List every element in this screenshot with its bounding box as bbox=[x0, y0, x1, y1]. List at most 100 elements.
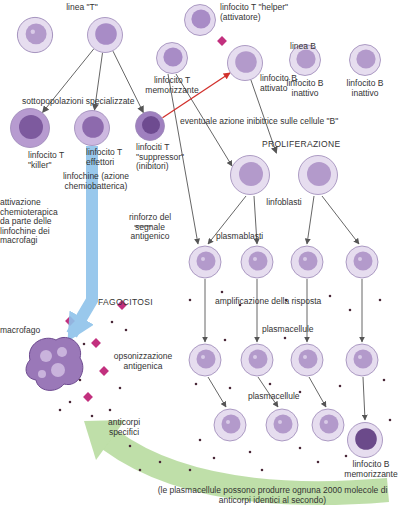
cell-node: linea "T" bbox=[87, 17, 123, 53]
cell-nucleus bbox=[307, 162, 331, 186]
plasma-cell bbox=[241, 344, 273, 376]
cell-label: linfocito T "helper" (attivatore) bbox=[220, 3, 320, 22]
annotation-label: plasmablasti bbox=[216, 232, 276, 242]
cascade-arrow bbox=[362, 279, 363, 342]
annotation-label: plasmacellule bbox=[262, 325, 332, 335]
antigen-symbol bbox=[91, 338, 101, 348]
antigen-symbol bbox=[83, 392, 93, 402]
annotation-label: linfochine (azione chemiobatterica) bbox=[56, 172, 136, 191]
cell-nucleus bbox=[355, 428, 377, 450]
antigen-symbol bbox=[99, 366, 109, 376]
cell-node: linfocito T "helper" (attivatore) bbox=[184, 4, 216, 36]
plasma-cell bbox=[291, 344, 323, 376]
cell-membrane bbox=[231, 156, 270, 195]
cell-label: linfocito T effettori bbox=[86, 148, 138, 167]
cell-membrane bbox=[299, 156, 338, 195]
cell-label: linfocito B memorizzante bbox=[342, 460, 400, 479]
cascade-arrow bbox=[257, 279, 258, 342]
cascade-arrow bbox=[208, 377, 226, 407]
cell-shape bbox=[184, 4, 216, 36]
cell-shape bbox=[87, 17, 123, 53]
cell-label: linfocito B inattivo bbox=[282, 79, 328, 98]
cell-shape bbox=[10, 108, 50, 148]
cell-label: linfocito T "killer" bbox=[28, 151, 83, 170]
vacuole bbox=[57, 347, 67, 357]
cell-label: macrofago bbox=[0, 326, 44, 336]
cell-label: linfocito B inattivo bbox=[342, 79, 388, 98]
annotation-label: (le plasmacellule possono produrre ognun… bbox=[150, 486, 395, 505]
cell-shape bbox=[349, 44, 381, 76]
cell-nucleus bbox=[235, 51, 257, 73]
cell-membrane bbox=[350, 45, 381, 76]
cell-label: linfocito T memorizzante bbox=[138, 76, 206, 95]
cell-node: linfocito B attivato bbox=[227, 45, 263, 81]
annotation-label: sottopopolazioni specializzate bbox=[22, 97, 162, 107]
cell-label: linfoblasti bbox=[255, 198, 313, 208]
annotation-label: amplificazione della risposta bbox=[215, 297, 365, 307]
cell-nucleus bbox=[142, 116, 160, 134]
plasma-cell bbox=[214, 409, 246, 441]
connector-label: eventuale azione inibitrice sulle cellul… bbox=[180, 117, 400, 127]
cell-membrane bbox=[228, 46, 263, 81]
cell-node: linfocito T effettori bbox=[74, 110, 110, 146]
cell-nucleus bbox=[163, 47, 182, 66]
cell-label: linea "T" bbox=[52, 3, 112, 13]
plasmablast-cell bbox=[189, 246, 221, 278]
cascade-arrow bbox=[309, 377, 326, 407]
cell-nucleus bbox=[191, 9, 210, 28]
cell-membrane bbox=[11, 109, 50, 148]
cascade-arrow bbox=[363, 377, 365, 420]
annotation-label: rinforzo del segnale antigenico bbox=[118, 213, 182, 242]
cascade-arrow bbox=[307, 196, 314, 244]
plasma-cell bbox=[346, 344, 378, 376]
plasma-cell bbox=[312, 409, 344, 441]
cell-membrane bbox=[348, 423, 383, 458]
annotation-label: attivazione chemioterapica da parte dell… bbox=[0, 198, 64, 246]
cell-node: linfocito T memorizzante bbox=[156, 42, 188, 74]
cell-shape bbox=[227, 45, 263, 81]
annotation-label: PROLIFERAZIONE bbox=[262, 140, 342, 150]
cell-shape bbox=[347, 422, 383, 458]
t-cell bbox=[17, 17, 52, 52]
plasmablast-cell bbox=[241, 246, 273, 278]
cascade-arrow bbox=[205, 279, 206, 342]
vacuole bbox=[51, 363, 65, 377]
cascade-arrow bbox=[322, 196, 359, 244]
cell-node: linfocito T "killer" bbox=[10, 108, 50, 148]
antigen-symbol bbox=[217, 36, 227, 46]
annotation-label: linea B bbox=[290, 42, 340, 52]
cell-node: macrofago bbox=[22, 330, 88, 396]
plasma-cell bbox=[189, 344, 221, 376]
plasma-cell bbox=[266, 409, 298, 441]
cell-shape bbox=[156, 42, 188, 74]
cell-nucleus bbox=[356, 49, 375, 68]
cell-shape bbox=[228, 153, 340, 197]
cell-membrane bbox=[88, 18, 123, 53]
cell-nucleus bbox=[95, 23, 117, 45]
annotation-label: plasmacellule bbox=[248, 392, 318, 402]
plasmablast-cell bbox=[291, 246, 323, 278]
cell-nucleus bbox=[19, 115, 43, 139]
annotation-label: opsonizzazione antigenica bbox=[108, 352, 178, 371]
cell-membrane bbox=[136, 112, 165, 141]
cell-node: linfocito B memorizzante bbox=[347, 422, 383, 458]
cell-shape bbox=[74, 110, 110, 146]
vacuole bbox=[38, 370, 46, 378]
cell-nucleus bbox=[239, 162, 263, 186]
antibody-dots bbox=[60, 292, 390, 470]
cell-shape bbox=[22, 330, 88, 396]
cell-shape bbox=[135, 111, 165, 141]
cell-label: linfociti T "suppressor" (inibitori) bbox=[136, 143, 200, 172]
cell-node: linfociti T "suppressor" (inibitori) bbox=[135, 111, 165, 141]
macrophage-body bbox=[26, 337, 83, 390]
cell-node: linfoblasti bbox=[228, 153, 340, 197]
vacuole bbox=[40, 350, 52, 362]
annotation-label: anticorpi specifici bbox=[98, 418, 150, 437]
cell-nucleus bbox=[82, 116, 104, 138]
cell-node: linfocito B inattivo bbox=[349, 44, 381, 76]
plasmablast-cell bbox=[346, 246, 378, 278]
